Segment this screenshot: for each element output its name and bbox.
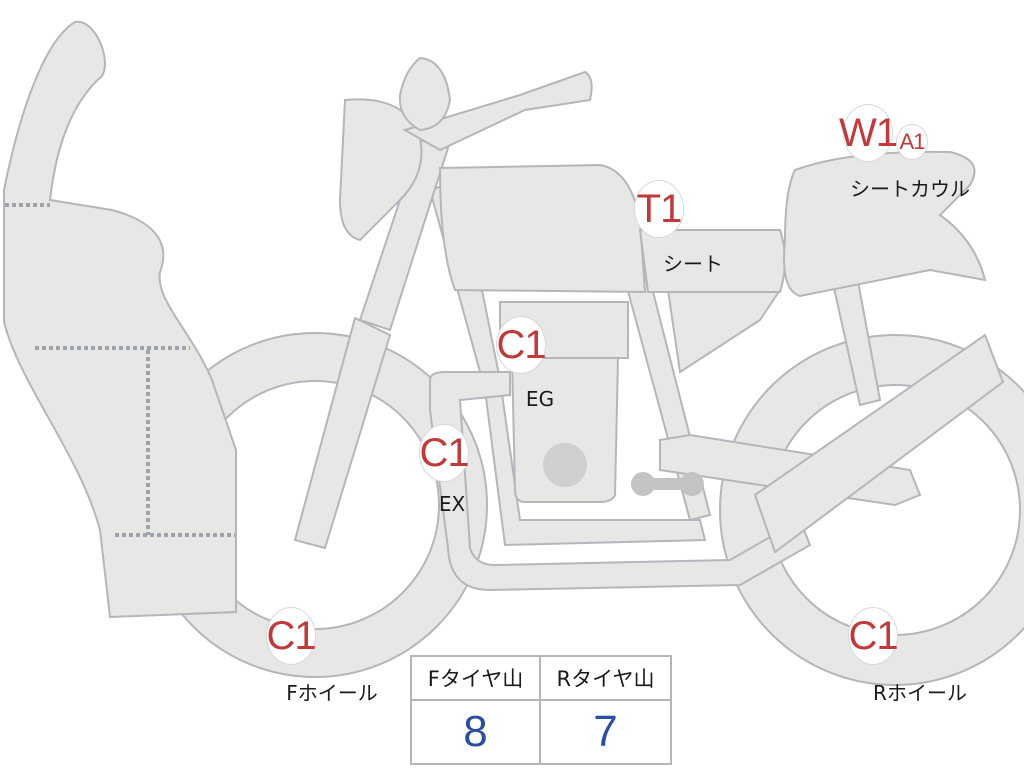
rear-wheel-label: Rホイール	[873, 681, 967, 705]
headlight	[338, 98, 423, 242]
engine	[499, 301, 704, 503]
seat-cowl	[783, 150, 987, 298]
seat-cowl-label: シートカウル	[850, 177, 970, 201]
engine-code-badge: C1	[496, 316, 547, 374]
fuel-tank	[438, 163, 647, 294]
tire-tread-table: Fタイヤ山 Rタイヤ山 8 7	[410, 655, 672, 765]
front-wheel-label: Fホイール	[286, 681, 378, 705]
rear-tire-header: Rタイヤ山	[541, 657, 670, 701]
front-tire-header: Fタイヤ山	[412, 657, 541, 701]
exhaust-pipe	[429, 371, 812, 592]
front-fairing	[3, 20, 237, 619]
mirror	[398, 56, 452, 132]
seat-cowl-code-badge-w1: W1	[839, 104, 898, 162]
rear-wheel-code-badge: C1	[848, 607, 899, 665]
rear-tire-value: 7	[593, 707, 618, 756]
exhaust-label: EX	[438, 492, 466, 516]
handlebar	[402, 70, 593, 152]
front-wheel-code-badge: C1	[266, 607, 317, 665]
seat-code-badge: T1	[634, 180, 684, 238]
exhaust-code-badge: C1	[419, 424, 470, 482]
front-tire-value: 8	[412, 701, 541, 763]
front-fork	[293, 316, 392, 550]
side-cover	[666, 289, 782, 374]
seat-label: シート	[663, 252, 723, 276]
fairing-seam	[5, 203, 235, 537]
engine-label: EG	[525, 387, 555, 411]
seat-cowl-code-badge-a1: A1	[896, 124, 928, 160]
muffler	[753, 333, 1005, 554]
